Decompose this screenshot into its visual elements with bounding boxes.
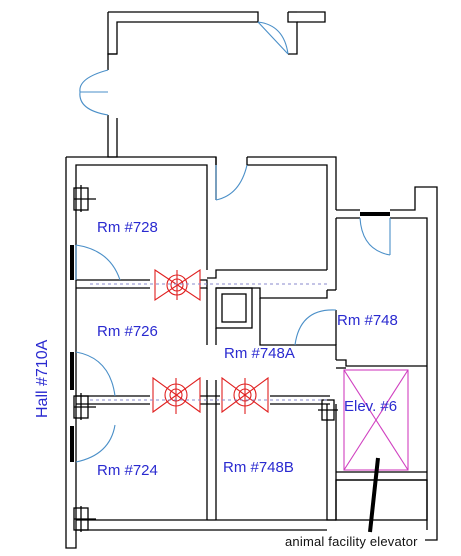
room-label-elev6: Elev. #6 [344, 398, 398, 415]
room-label-748b: Rm #748B [223, 459, 294, 476]
dashed-lines [90, 283, 330, 401]
walls [65, 11, 438, 549]
door-swings [75, 21, 391, 463]
room-label-728: Rm #728 [97, 219, 158, 236]
room-label-724: Rm #724 [97, 462, 158, 479]
fixture-lower-left [152, 376, 201, 414]
callout-animal-facility-elevator: animal facility elevator [285, 534, 418, 549]
room-label-748a: Rm #748A [224, 345, 295, 362]
callout-leader [368, 457, 380, 533]
fixtures [152, 268, 269, 414]
hall-label-710a: Hall #710A [34, 339, 51, 418]
fixture-upper [154, 268, 201, 302]
room-label-748: Rm #748 [337, 312, 398, 329]
elevator-shaft [343, 369, 409, 471]
room-label-726: Rm #726 [97, 323, 158, 340]
fixture-lower-right [221, 376, 269, 414]
thick-walls [70, 212, 390, 462]
